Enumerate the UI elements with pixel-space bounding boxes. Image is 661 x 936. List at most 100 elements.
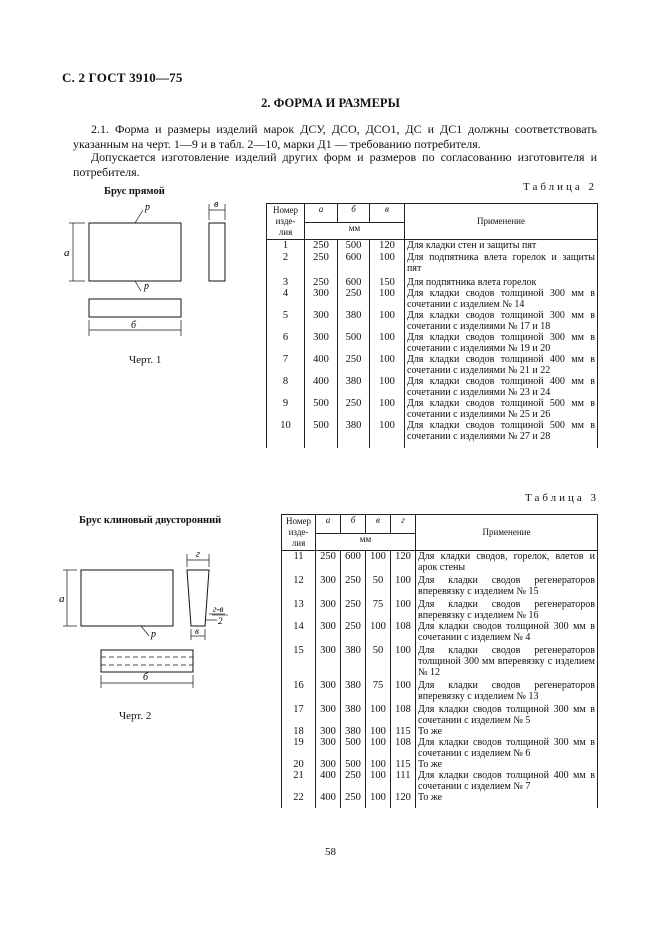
table2-cell-b: 500 (337, 332, 370, 354)
dim-a-label: а (59, 593, 65, 605)
table2-cell-b: 250 (337, 354, 370, 376)
table2-cell-a: 250 (304, 252, 338, 277)
table3-cell-v: 100 (365, 726, 391, 737)
table3-cell-app: Для кладки сводов регенераторов вперевяз… (415, 575, 598, 599)
table2-cell-a: 400 (304, 376, 338, 398)
table3-cell-g: 100 (390, 645, 416, 680)
table3-cell-v: 100 (365, 759, 391, 770)
table3-cell-g: 115 (390, 726, 416, 737)
table3-cell-a: 400 (315, 770, 341, 792)
dim-g-v-sub-label: 2 (218, 616, 223, 626)
table2-cell-v: 100 (369, 420, 405, 448)
table3-header-number: Номер изде- лия (281, 514, 316, 551)
table2-cell-n: 8 (266, 376, 305, 398)
table2-cell-n: 10 (266, 420, 305, 448)
table3-cell-n: 22 (281, 792, 316, 808)
table3-cell-b: 250 (340, 770, 366, 792)
table2-cell-a: 500 (304, 398, 338, 420)
figure2-chert: Черт. 2 (119, 710, 152, 722)
table3-cell-app: Для кладки сводов толщиной 300 мм в соче… (415, 704, 598, 726)
table3-cell-g: 100 (390, 575, 416, 599)
table2-cell-n: 2 (266, 252, 305, 277)
table3-cell-g: 108 (390, 621, 416, 645)
table2-cell-v: 150 (369, 277, 405, 288)
table3-cell-app: Для кладки сводов толщиной 300 мм в соче… (415, 737, 598, 759)
table3-cell-v: 75 (365, 680, 391, 704)
table2-cell-v: 100 (369, 354, 405, 376)
table2-cell-v: 100 (369, 252, 405, 277)
table2-cell-n: 1 (266, 239, 305, 252)
table3-cell-n: 11 (281, 550, 316, 575)
table2-cell-app: Для подпятника влета горелок и защиты пя… (404, 252, 598, 277)
dim-g-label: г (196, 549, 200, 560)
table3-cell-a: 300 (315, 599, 341, 621)
table3-cell-a: 300 (315, 704, 341, 726)
table3-cell-app: То же (415, 726, 598, 737)
table3-header-g: г (390, 514, 416, 534)
page-header: С. 2 ГОСТ 3910—75 (62, 70, 183, 85)
table2-cell-b: 500 (337, 239, 370, 252)
table3-cell-a: 300 (315, 575, 341, 599)
table2-cell-app: Для кладки сводов толщиной 500 мм в соче… (404, 398, 598, 420)
dim-g-v-label: г-в (213, 604, 224, 614)
table2-cell-app: Для подпятника влета горелок (404, 277, 598, 288)
table3-cell-a: 300 (315, 680, 341, 704)
table3: Номер изде- лия а б в г Применение мм 11… (281, 514, 598, 808)
table2-cell-b: 380 (337, 376, 370, 398)
dim-r1-label: р (144, 202, 150, 213)
table2-cell-v: 100 (369, 376, 405, 398)
table2-cell-n: 9 (266, 398, 305, 420)
table2-header-b: б (337, 203, 370, 223)
table2-cell-a: 300 (304, 288, 338, 310)
table2-cell-b: 380 (337, 310, 370, 332)
dim-b-label: б (131, 320, 137, 331)
table3-cell-app: Для кладки сводов толщиной 300 мм в соче… (415, 621, 598, 645)
table3-cell-g: 108 (390, 737, 416, 759)
table2-cell-app: Для кладки сводов толщиной 300 мм в соче… (404, 288, 598, 310)
table3-cell-a: 400 (315, 792, 341, 808)
page-number: 58 (325, 846, 336, 858)
table2-cell-v: 100 (369, 398, 405, 420)
table3-header-b: б (340, 514, 366, 534)
table3-cell-b: 600 (340, 550, 366, 575)
table2-cell-b: 250 (337, 288, 370, 310)
table2-cell-n: 4 (266, 288, 305, 310)
table3-cell-b: 380 (340, 680, 366, 704)
table3-cell-g: 120 (390, 550, 416, 575)
table3-cell-g: 100 (390, 680, 416, 704)
table3-cell-g: 120 (390, 792, 416, 808)
table2-cell-a: 300 (304, 310, 338, 332)
table3-cell-b: 380 (340, 645, 366, 680)
figure1-chert: Черт. 1 (129, 354, 162, 366)
table3-cell-n: 21 (281, 770, 316, 792)
dim-r-label: р (150, 629, 156, 640)
table3-cell-g: 115 (390, 759, 416, 770)
table2-label: Таблица 2 (523, 181, 598, 193)
table3-cell-app: Для кладки сводов регенераторов толщиной… (415, 645, 598, 680)
paragraph-2-1: 2.1. Форма и размеры изделий марок ДСУ, … (73, 122, 597, 151)
table3-header-v: в (365, 514, 391, 534)
table2-cell-b: 600 (337, 252, 370, 277)
table2-cell-v: 100 (369, 288, 405, 310)
table3-cell-app: Для кладки сводов, горелок, влетов и аро… (415, 550, 598, 575)
table2-cell-v: 100 (369, 332, 405, 354)
table3-cell-b: 250 (340, 575, 366, 599)
table3-cell-a: 300 (315, 759, 341, 770)
figure2-caption: Брус клиновый двусторонний (79, 515, 222, 526)
dim-v-label: в (195, 626, 199, 636)
table3-cell-n: 16 (281, 680, 316, 704)
table3-cell-n: 17 (281, 704, 316, 726)
table2-cell-app: Для кладки сводов толщиной 300 мм в соче… (404, 310, 598, 332)
figure1-drawing: а р р в б (64, 199, 226, 336)
